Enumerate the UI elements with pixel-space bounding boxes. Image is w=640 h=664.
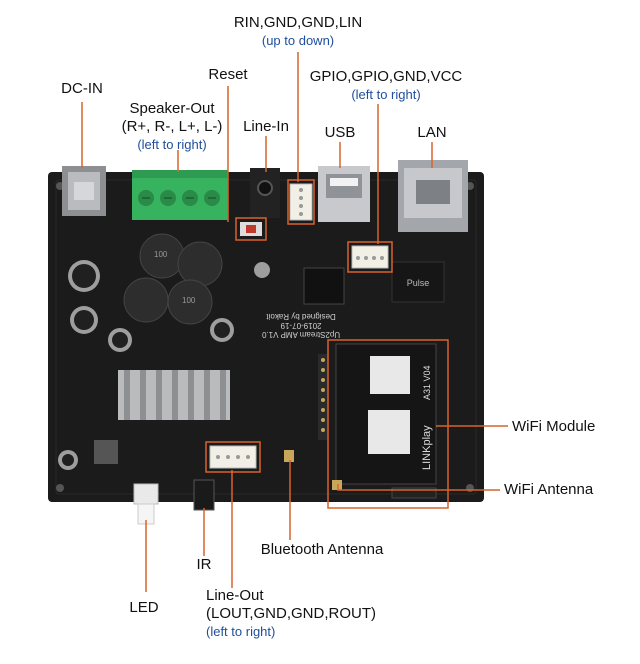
dc-in-jack [62,166,106,216]
capacitors [58,260,270,470]
reset-label: Reset [208,66,248,83]
line-out-label: Line-Out [206,587,264,604]
board-silkscreen: Up2Stream AMP V1.0 2019-07-19 Designed b… [262,312,340,339]
rin-header [289,183,313,221]
board-date-text: 2019-07-19 [280,321,322,330]
ir-receiver [193,479,215,511]
lan-port [398,160,468,232]
rin-order-label: (up to down) [261,33,335,48]
reset-button [240,222,262,236]
reset-box [235,217,267,241]
wifi-module-label: WiFi Module [512,418,596,435]
gpio-order-label: (left to right) [351,87,421,102]
main-chip [303,267,345,305]
led-label: LED [129,599,159,616]
dc-in-label: DC-IN [61,80,103,97]
module-brand-text: LINKplay [421,425,433,470]
gpio-header-label: GPIO,GPIO,GND,VCC [309,68,463,85]
speaker-terminal [132,170,228,220]
wifi-module: LINKplay A31 V04 [335,343,437,485]
module-model-text: A31 V04 [422,365,432,400]
board-name-text: Up2Stream AMP V1.0 [262,330,341,339]
pin-header [318,354,328,440]
line-out-order-label: (left to right) [206,624,276,639]
inductor-value-text: 100 [154,250,168,259]
rin-header-label: RIN,GND,GND,LIN [233,14,363,31]
led [133,483,159,525]
rin-box [287,179,315,225]
wifi-antenna-leader [337,484,500,491]
line-out-header [209,445,257,469]
inductor-value-text-2: 100 [182,296,196,305]
bluetooth-antenna-label: Bluetooth Antenna [260,541,384,558]
line-out-box [205,441,261,473]
wifi-antenna-pad [332,480,342,490]
line-out-pins-label: (LOUT,GND,GND,ROUT) [206,605,376,622]
line-in-jack [250,168,280,218]
speaker-out-label: Speaker-Out [129,100,215,117]
speaker-pins-label: (R+, R-, L+, L-) [121,118,223,135]
pulse-text: Pulse [407,278,430,288]
usb-port [318,166,370,222]
usb-label: USB [324,124,356,141]
gpio-box [347,241,393,273]
wifi-antenna-label: WiFi Antenna [504,481,594,498]
line-in-label: Line-In [243,118,289,135]
lan-label: LAN [417,124,447,141]
bluetooth-antenna-pad [284,450,294,462]
ir-label: IR [196,556,212,573]
gpio-header [351,245,389,269]
designed-by-text: Designed by Rakoit [266,312,336,321]
pulse-transformer: Pulse [391,261,445,303]
inductors [123,233,223,325]
heatsink [118,370,230,420]
wifi-module-box [327,339,449,509]
speaker-order-label: (left to right) [137,137,207,152]
